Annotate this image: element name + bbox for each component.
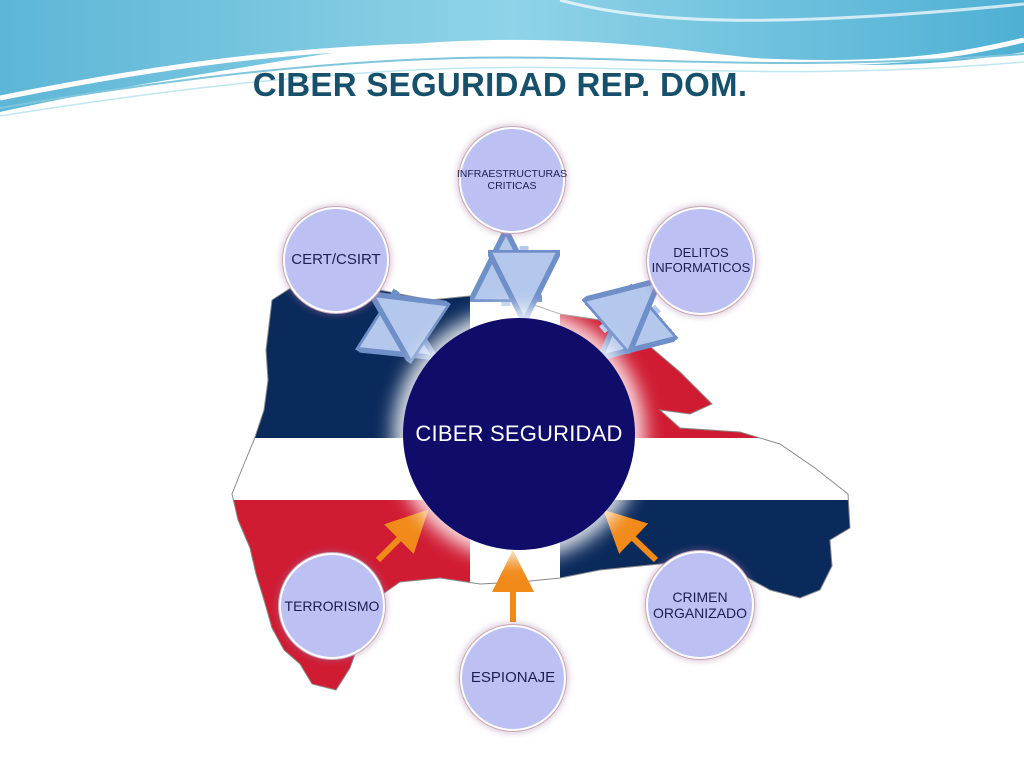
node-label: INFRAESTRUCTURAS CRITICAS — [456, 167, 568, 192]
node-label: CRIMEN ORGANIZADO — [652, 588, 748, 621]
threat-arrows — [375, 509, 659, 622]
header-waves — [0, 0, 1024, 117]
arrow-center-to-cert — [386, 304, 428, 332]
node-terrorismo: TERRORISMO — [279, 553, 385, 659]
node-label: DELITOS INFORMATICOS — [651, 245, 751, 275]
node-label: TERRORISMO — [284, 597, 380, 614]
center-node-label: CIBER SEGURIDAD — [415, 421, 623, 446]
node-crimen-organizado: CRIMEN ORGANIZADO — [646, 551, 754, 659]
slide-title: CIBER SEGURIDAD REP. DOM. — [252, 66, 748, 103]
node-label: CERT/CSIRT — [291, 251, 381, 269]
arrow-crimen — [603, 509, 659, 563]
node-label: ESPIONAJE — [470, 669, 556, 687]
link-arrows — [376, 246, 658, 348]
arrow-center-to-delitos — [602, 292, 646, 330]
node-cert-csirt: CERT/CSIRT — [283, 207, 389, 313]
node-delitos-informaticos: DELITOS INFORMATICOS — [647, 207, 755, 315]
node-infraestructuras-criticas: INFRAESTRUCTURAS CRITICAS — [456, 127, 568, 233]
center-node: CIBER SEGURIDAD — [403, 318, 635, 550]
node-espionaje: ESPIONAJE — [460, 625, 566, 731]
arrow-terrorismo — [375, 509, 429, 563]
